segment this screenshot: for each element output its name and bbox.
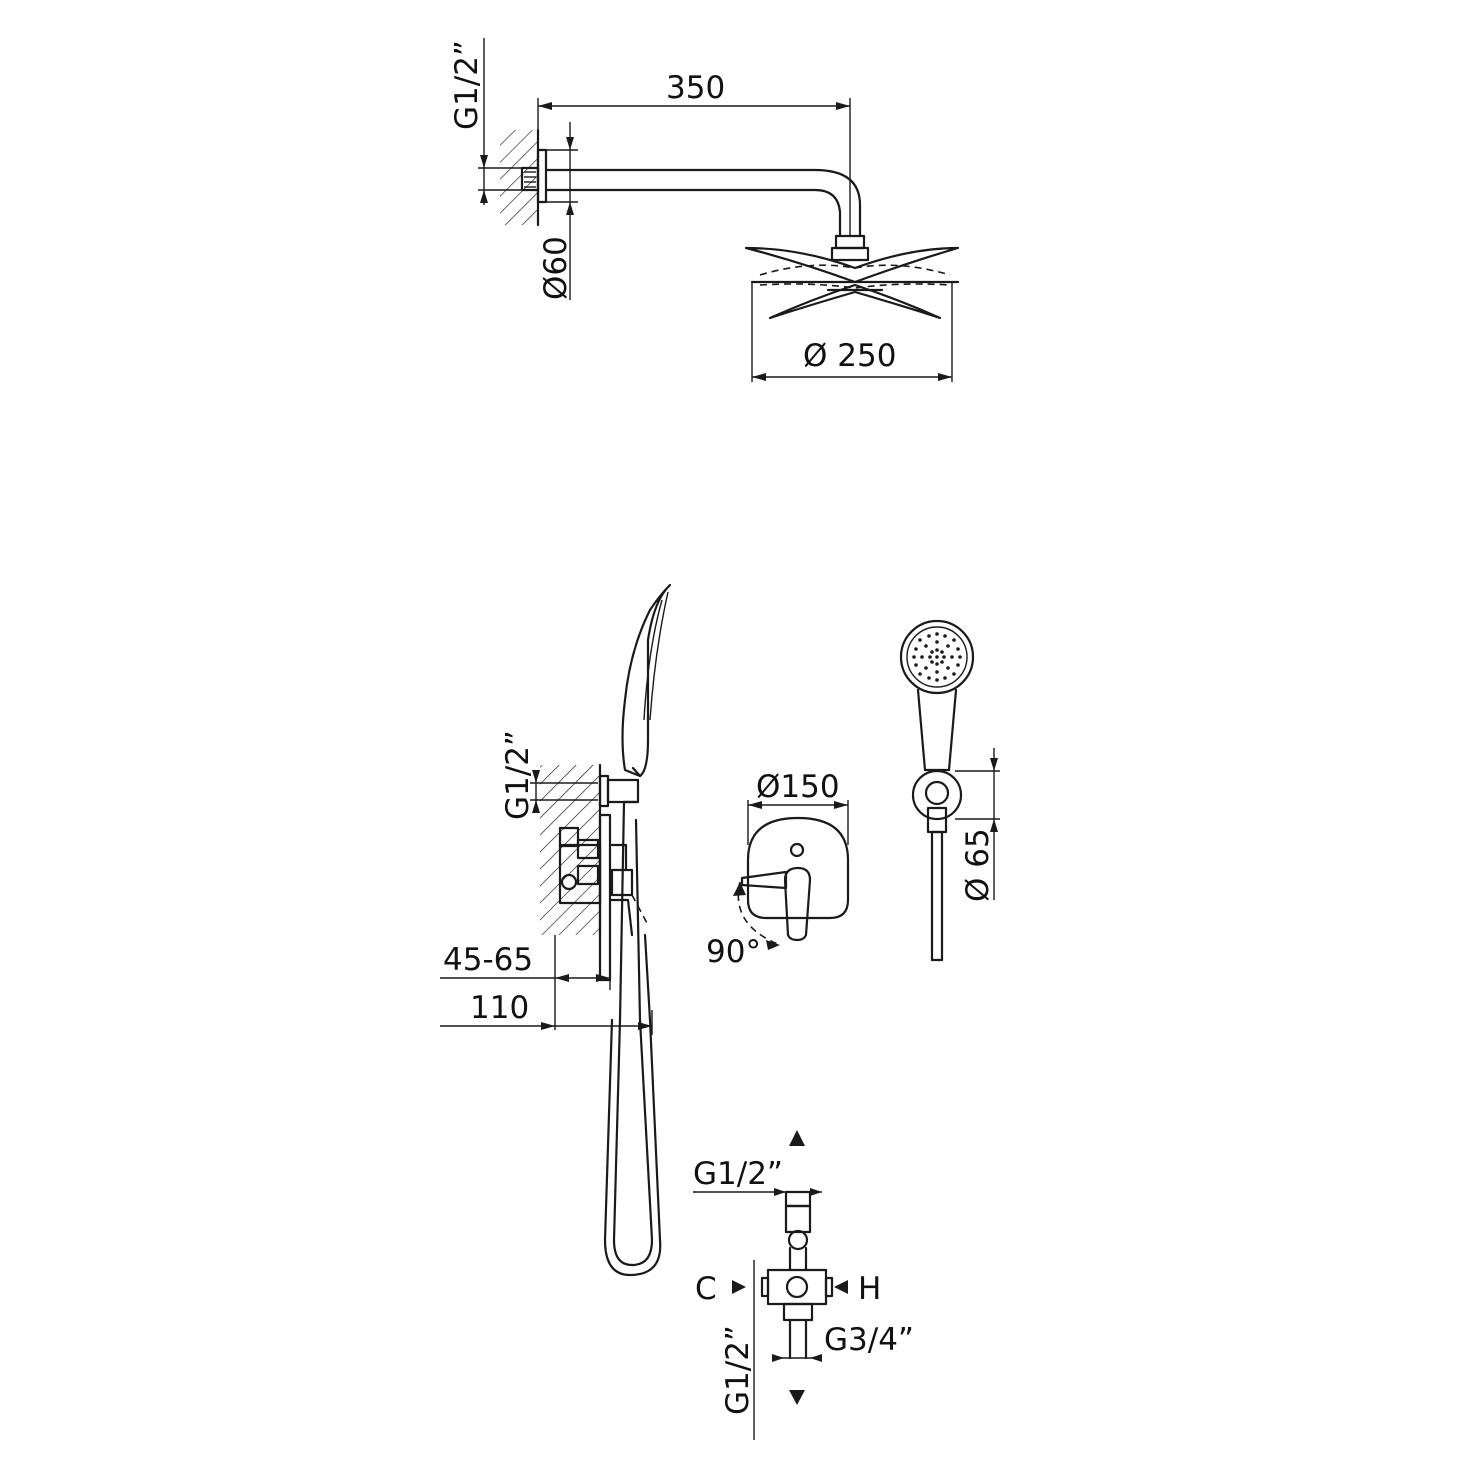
nozzle-pattern	[912, 632, 962, 682]
mixer-thread-label: G1/2”	[500, 730, 536, 820]
mixer-depth-range-label: 45-65	[443, 942, 533, 978]
plate-diameter-label: Ø150	[756, 769, 840, 805]
outlet-top-thread-label: G1/2”	[693, 1156, 783, 1192]
rotation-label: 90°	[706, 934, 761, 970]
cold-inlet-label: C	[695, 1271, 717, 1307]
outlet-bottom-thread-label: G1/2”	[720, 1325, 756, 1415]
hand-shower-view: Ø 65	[899, 619, 1000, 962]
mixer-depth-total-label: 110	[470, 990, 529, 1026]
hot-arrow	[834, 1280, 848, 1294]
arm-thread-label: G1/2”	[449, 40, 485, 130]
hot-inlet-label: H	[858, 1271, 881, 1307]
holder-diameter-label: Ø 65	[960, 828, 996, 902]
valve-body-view: G1/2” C H G3/4” G1/2”	[693, 1130, 914, 1440]
wall-hatch-lower	[540, 765, 600, 935]
outlet-down-arrow	[789, 1390, 805, 1405]
flange-diameter-label: Ø60	[538, 236, 574, 300]
cold-arrow	[732, 1280, 746, 1294]
arm-length-label: 350	[666, 70, 725, 106]
inlet-thread-label: G3/4”	[824, 1322, 914, 1358]
shower-arm-assembly: G1/2” 350 Ø60 Ø 250	[449, 38, 960, 382]
mixer-side-view: G1/2” 45-65 110	[440, 583, 672, 1277]
outlet-up-arrow	[789, 1130, 805, 1146]
mixer-front-view: Ø150 90°	[706, 769, 850, 970]
head-diameter-label: Ø 250	[803, 338, 896, 374]
